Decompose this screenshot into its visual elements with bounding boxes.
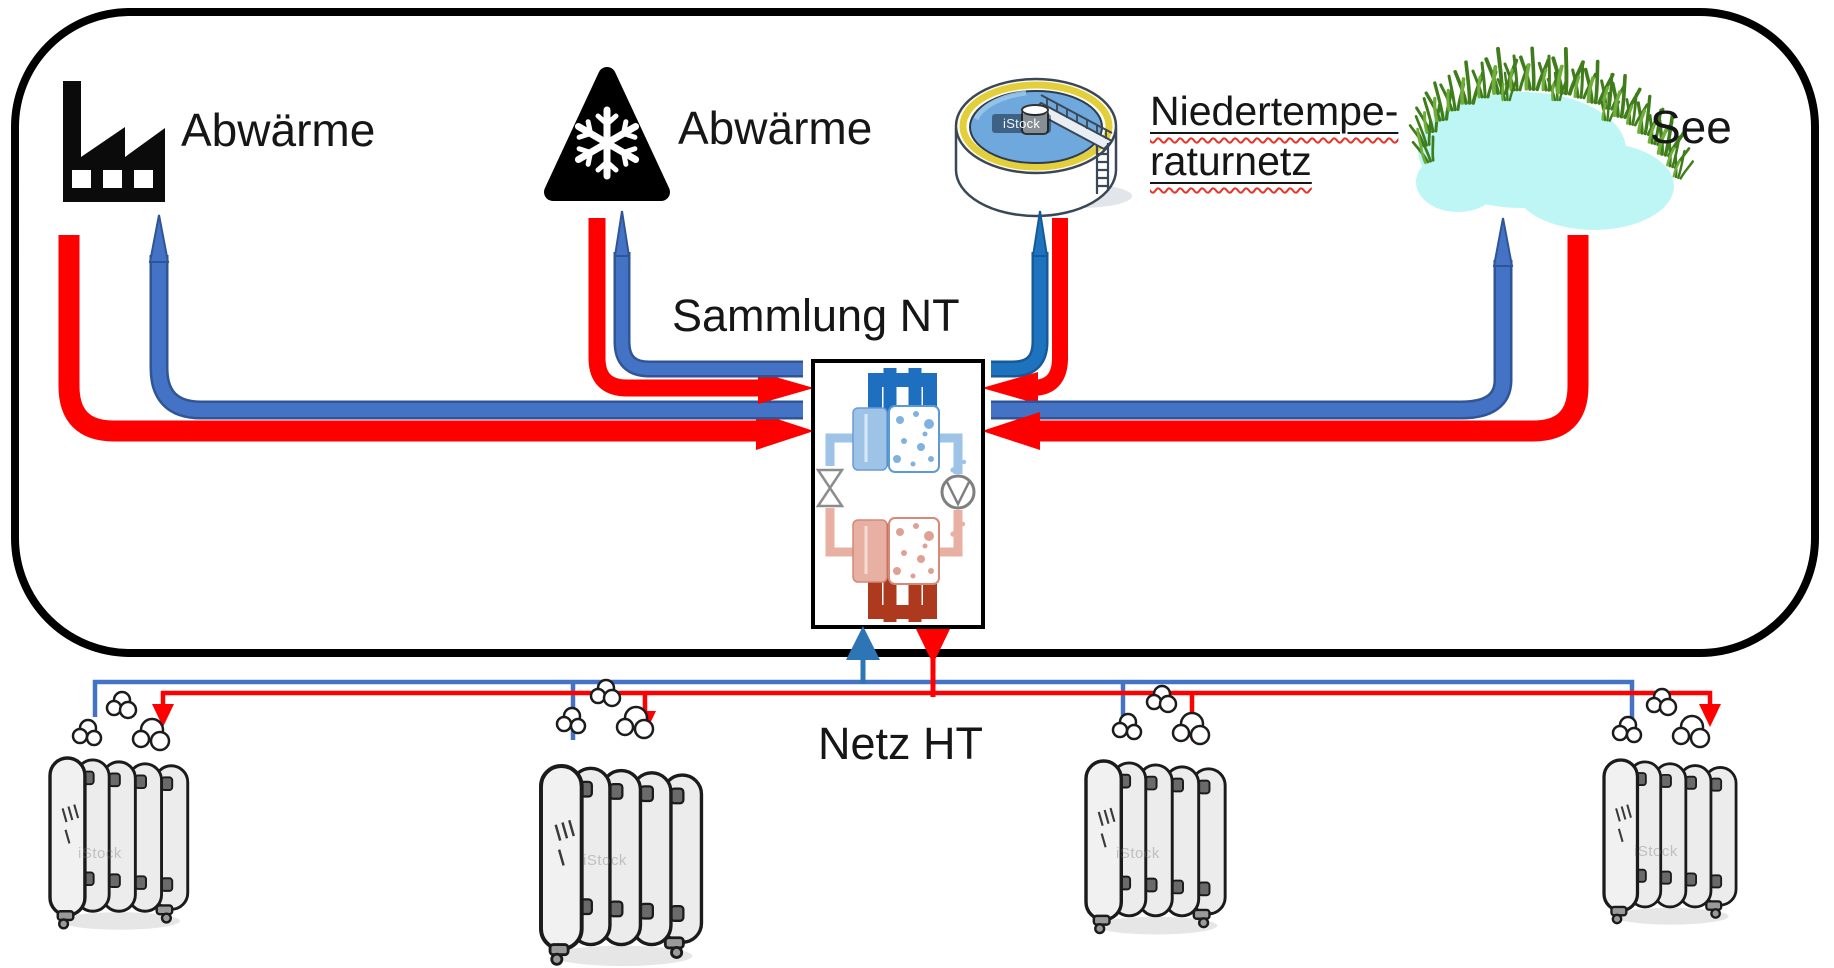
- factory-icon: [63, 81, 165, 202]
- steam-puffs-4: [1611, 687, 1711, 749]
- condenser-coil: [852, 517, 940, 622]
- low-temperature-zone-border: [11, 8, 1819, 657]
- collector-return-arrow: [846, 626, 880, 684]
- snowflake-triangle-icon: [544, 67, 670, 201]
- collector-label: Sammlung NT: [672, 290, 960, 341]
- radiator-2-watermark: iStock: [583, 852, 627, 869]
- steam-puffs-1: [71, 690, 171, 752]
- compressor-icon: [940, 474, 976, 510]
- factory-label: Abwärme: [181, 104, 376, 156]
- radiator-3-watermark: iStock: [1116, 845, 1160, 862]
- lake-label: See: [1650, 101, 1732, 153]
- cooling-cold-pipe: [613, 210, 803, 378]
- factory-hot-pipe: [58, 235, 814, 450]
- wastewater-label: Niedertempe- raturnetz: [1150, 88, 1399, 185]
- radiator-1-watermark: iStock: [78, 845, 122, 862]
- evaporator-coil: [852, 368, 940, 473]
- cooling-hot-pipe: [588, 218, 814, 404]
- cooling-label: Abwärme: [678, 102, 873, 154]
- network-label: Netz HT: [818, 718, 984, 769]
- lake-icon: [1406, 45, 1697, 230]
- radiator-4-watermark: iStock: [1634, 843, 1678, 860]
- expansion-valve-icon: [815, 468, 845, 508]
- lake-hot-pipe: [982, 235, 1589, 450]
- lake-cold-pipe: [991, 217, 1514, 420]
- wastewater-cold-pipe: [991, 210, 1049, 378]
- collector-supply-arrow: [916, 629, 950, 697]
- factory-cold-pipe: [148, 214, 803, 420]
- heat-pump-unit: [811, 359, 985, 629]
- radiator-1: [48, 756, 190, 932]
- wastewater-plant-icon: [954, 77, 1132, 218]
- clarifier-watermark: iStock: [992, 114, 1052, 133]
- wastewater-hot-pipe: [982, 218, 1068, 404]
